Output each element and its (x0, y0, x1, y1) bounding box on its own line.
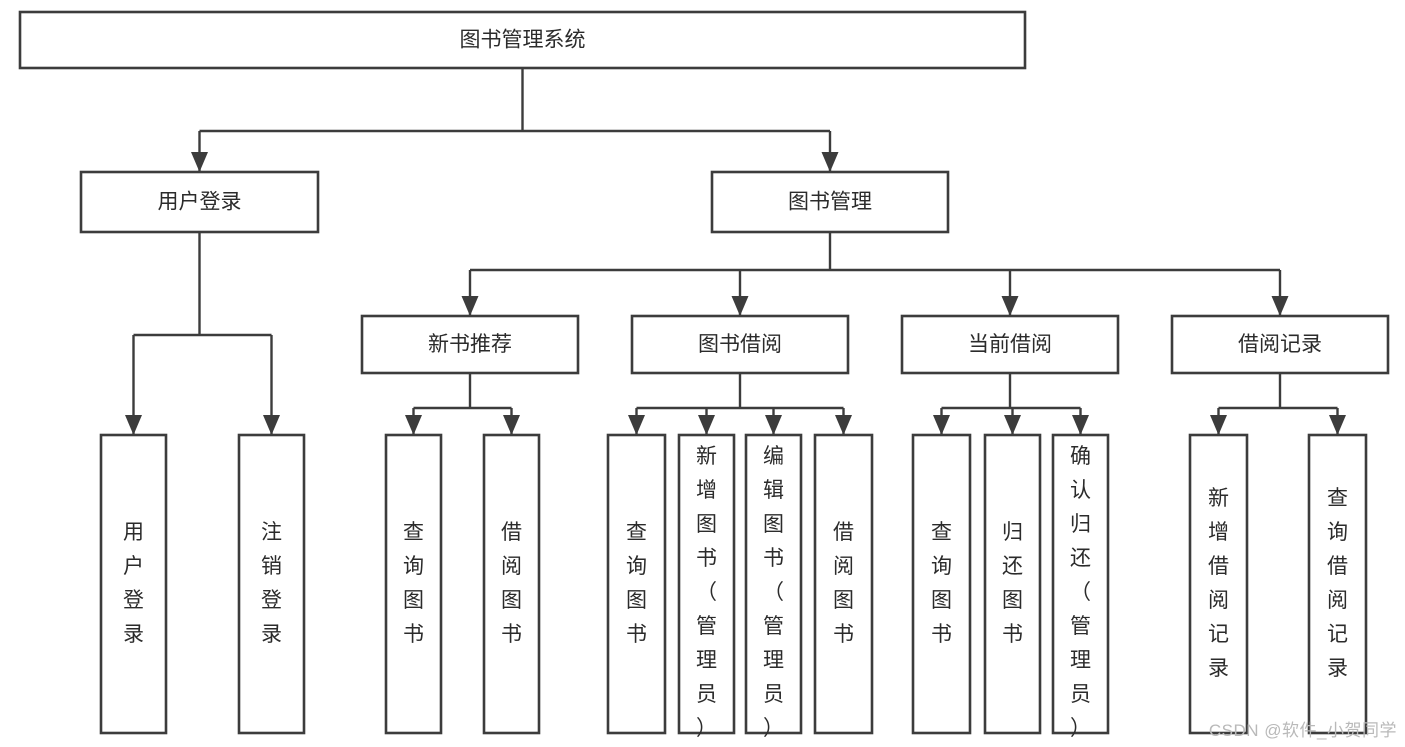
arrow-icon-borrow-record (1271, 296, 1289, 316)
node-root[interactable]: 图书管理系统 (18, 10, 1027, 70)
node-borrow-record[interactable]: 借阅记录 (1170, 314, 1390, 375)
arrow-icon-bb-add-book (698, 415, 715, 435)
arrow-icon-current-borrow (1001, 296, 1019, 316)
node-bb-query-book[interactable]: 查询图书 (606, 433, 667, 735)
arrow-icon-bb-query-book (628, 415, 645, 435)
arrow-icon-new-book-rec (461, 296, 479, 316)
node-label-nbr-query-book: 查询图书 (403, 521, 424, 646)
arrow-icon-cb-confirm-return (1072, 415, 1089, 435)
node-bb-borrow-book[interactable]: 借阅图书 (813, 433, 874, 735)
node-br-query-record[interactable]: 查询借阅记录 (1307, 433, 1368, 735)
node-nbr-query-book[interactable]: 查询图书 (384, 433, 443, 735)
node-book-borrow[interactable]: 图书借阅 (630, 314, 850, 375)
node-label-bb-query-book: 查询图书 (626, 521, 647, 646)
node-br-add-record[interactable]: 新增借阅记录 (1188, 433, 1249, 735)
node-label-nbr-borrow-book: 借阅图书 (501, 521, 522, 646)
arrow-icon-nbr-query-book (405, 415, 422, 435)
node-box-cb-confirm-return[interactable] (1051, 433, 1110, 735)
arrow-icon-cb-return-book (1004, 415, 1021, 435)
node-label-bb-edit-book: 编辑图书（管理员） (763, 445, 784, 740)
node-current-borrow[interactable]: 当前借阅 (900, 314, 1120, 375)
node-box-cb-return-book[interactable] (983, 433, 1042, 735)
node-label-cb-return-book: 归还图书 (1002, 521, 1023, 646)
arrow-icon-user-login-do (125, 415, 142, 435)
arrow-icon-br-add-record (1210, 415, 1227, 435)
node-label-bb-borrow-book: 借阅图书 (833, 521, 854, 646)
node-layer: 图书管理系统用户登录用户登录注销登录图书管理新书推荐查询图书借阅图书图书借阅查询… (18, 10, 1390, 740)
node-box-bb-edit-book[interactable] (744, 433, 803, 735)
arrow-icon-nbr-borrow-book (503, 415, 520, 435)
node-label-root: 图书管理系统 (460, 29, 586, 52)
node-label-book-borrow: 图书借阅 (698, 333, 782, 356)
arrow-icon-cb-query-book (933, 415, 950, 435)
node-box-bb-query-book[interactable] (606, 433, 667, 735)
arrow-icon-bb-edit-book (765, 415, 782, 435)
node-label-user-login-do: 用户登录 (123, 521, 144, 646)
arrow-icon-bb-borrow-book (835, 415, 852, 435)
node-label-book-manage: 图书管理 (788, 191, 872, 214)
node-box-br-add-record[interactable] (1188, 433, 1249, 735)
node-box-book-borrow[interactable] (630, 314, 850, 375)
node-label-cb-confirm-return: 确认归还（管理员） (1070, 445, 1091, 740)
connector-layer (125, 68, 1346, 435)
node-user-login-do[interactable]: 用户登录 (99, 433, 168, 735)
node-bb-add-book[interactable]: 新增图书（管理员） (677, 433, 736, 740)
node-label-cb-query-book: 查询图书 (931, 521, 952, 646)
arrow-icon-book-manage (821, 152, 839, 172)
node-book-manage[interactable]: 图书管理 (710, 170, 950, 234)
arrow-icon-br-query-record (1329, 415, 1346, 435)
node-cb-return-book[interactable]: 归还图书 (983, 433, 1042, 735)
node-label-current-borrow: 当前借阅 (968, 333, 1052, 356)
node-box-user-logout[interactable] (237, 433, 306, 735)
node-label-bb-add-book: 新增图书（管理员） (696, 445, 717, 740)
node-box-nbr-borrow-book[interactable] (482, 433, 541, 735)
node-box-cb-query-book[interactable] (911, 433, 972, 735)
arrow-icon-user-login (191, 152, 208, 172)
node-label-user-login: 用户登录 (158, 191, 242, 214)
node-box-root[interactable] (18, 10, 1027, 70)
node-label-borrow-record: 借阅记录 (1238, 333, 1322, 356)
node-label-user-logout: 注销登录 (261, 521, 282, 646)
node-box-new-book-rec[interactable] (360, 314, 580, 375)
node-label-br-query-record: 查询借阅记录 (1327, 487, 1348, 680)
node-label-br-add-record: 新增借阅记录 (1208, 487, 1229, 680)
node-bb-edit-book[interactable]: 编辑图书（管理员） (744, 433, 803, 740)
node-user-login[interactable]: 用户登录 (79, 170, 320, 234)
node-user-logout[interactable]: 注销登录 (237, 433, 306, 735)
node-cb-confirm-return[interactable]: 确认归还（管理员） (1051, 433, 1110, 740)
node-box-user-login[interactable] (79, 170, 320, 234)
node-box-book-manage[interactable] (710, 170, 950, 234)
node-box-br-query-record[interactable] (1307, 433, 1368, 735)
arrow-icon-user-logout (263, 415, 280, 435)
node-box-nbr-query-book[interactable] (384, 433, 443, 735)
node-box-bb-borrow-book[interactable] (813, 433, 874, 735)
node-box-bb-add-book[interactable] (677, 433, 736, 735)
node-box-borrow-record[interactable] (1170, 314, 1390, 375)
arrow-icon-book-borrow (731, 296, 749, 316)
node-new-book-rec[interactable]: 新书推荐 (360, 314, 580, 375)
node-nbr-borrow-book[interactable]: 借阅图书 (482, 433, 541, 735)
node-box-current-borrow[interactable] (900, 314, 1120, 375)
node-label-new-book-rec: 新书推荐 (428, 333, 512, 356)
node-box-user-login-do[interactable] (99, 433, 168, 735)
node-cb-query-book[interactable]: 查询图书 (911, 433, 972, 735)
